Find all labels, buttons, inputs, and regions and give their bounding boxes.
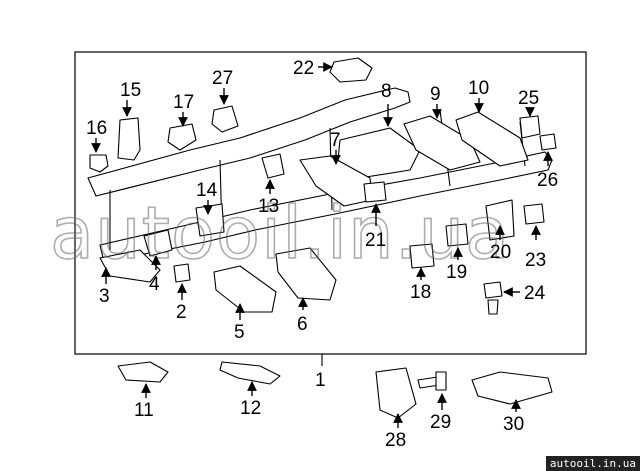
callout-26: 26 (537, 170, 558, 191)
part-22-bracket (329, 57, 373, 83)
part-20-bracket (485, 199, 515, 241)
callout-19: 19 (446, 262, 467, 283)
callout-10: 10 (468, 78, 489, 99)
callout-2: 2 (176, 302, 187, 323)
part-26-bracket (539, 133, 557, 151)
callout-25: 25 (518, 88, 539, 109)
callout-21: 21 (365, 230, 386, 251)
callout-1: 1 (315, 370, 326, 391)
callout-23: 23 (525, 250, 546, 271)
part-9-crossmember (403, 115, 481, 171)
part-15-bracket (117, 117, 141, 161)
part-12-bracket (219, 361, 281, 385)
part-6-bracket (275, 247, 337, 301)
part-23-bracket (523, 203, 545, 225)
part-2-plate (173, 263, 191, 283)
callout-15: 15 (120, 80, 141, 101)
part-19-bracket (445, 223, 469, 247)
callout-7: 7 (330, 130, 341, 151)
part-16-bracket (89, 154, 109, 173)
callout-17: 17 (173, 92, 194, 113)
callout-8: 8 (381, 81, 392, 102)
part-28-bracket (375, 367, 417, 419)
part-4-bracket (143, 229, 173, 257)
callout-16: 16 (86, 118, 107, 139)
callout-18: 18 (410, 282, 431, 303)
callout-20: 20 (490, 242, 511, 263)
site-footer[interactable]: autooil.in.ua (545, 456, 640, 471)
callout-9: 9 (430, 84, 441, 105)
part-5-bracket (213, 265, 277, 313)
part-17-bracket (167, 123, 197, 151)
part-29-bolt (417, 371, 447, 391)
part-11-bracket (117, 361, 169, 383)
callout-28: 28 (385, 430, 406, 451)
leader-arrows (91, 62, 553, 428)
frame-rails (87, 87, 553, 263)
callout-11: 11 (134, 400, 154, 421)
callout-13: 13 (258, 196, 279, 217)
callout-22: 22 (293, 58, 314, 79)
part-25-bracket (519, 115, 541, 139)
callout-30: 30 (503, 414, 524, 435)
callout-12: 12 (240, 398, 261, 419)
callout-29: 29 (430, 412, 451, 433)
callout-24: 24 (524, 283, 546, 304)
callout-27: 27 (212, 68, 233, 89)
watermark: autooil.in.ua (50, 191, 510, 275)
callout-labels: 1 2 3 4 5 6 7 8 9 10 11 12 13 14 15 16 1… (86, 58, 558, 451)
callout-6: 6 (297, 314, 308, 335)
part-21-bracket (363, 181, 387, 203)
part-14-bracket (195, 203, 225, 237)
part-30-skid (471, 371, 553, 405)
frame-assembly-box (74, 51, 587, 355)
part-18-bracket (409, 243, 435, 269)
part-24-bolt (483, 281, 503, 315)
callout-5: 5 (234, 322, 245, 343)
callout-14: 14 (196, 180, 218, 201)
part-13-bracket (261, 153, 285, 179)
part-27-bracket (211, 105, 239, 133)
callout-4: 4 (149, 274, 160, 295)
callout-3: 3 (99, 286, 110, 307)
